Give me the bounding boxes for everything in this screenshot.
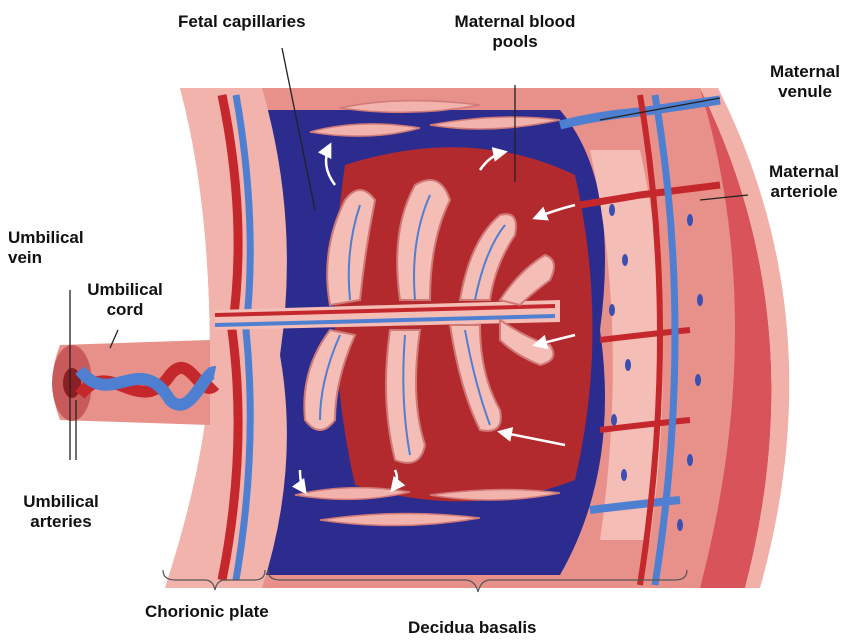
label-umbilical-vein: Umbilical vein (8, 228, 84, 268)
label-chorionic-plate: Chorionic plate (145, 602, 269, 622)
label-maternal-blood-pools: Maternal blood pools (420, 12, 610, 52)
label-maternal-venule: Maternal venule (755, 62, 855, 102)
label-maternal-arteriole-line2: arteriole (752, 182, 856, 202)
label-maternal-arteriole: Maternal arteriole (752, 162, 856, 202)
chorionic-plate-band (165, 88, 287, 588)
label-umbilical-arteries-line1: Umbilical (6, 492, 116, 512)
label-umbilical-vein-line1: Umbilical (8, 228, 84, 248)
label-umbilical-arteries-line2: arteries (6, 512, 116, 532)
label-umbilical-vein-line2: vein (8, 248, 84, 268)
label-maternal-venule-line1: Maternal (755, 62, 855, 82)
label-umbilical-cord: Umbilical cord (70, 280, 180, 320)
label-maternal-blood-pools-line1: Maternal blood (420, 12, 610, 32)
label-fetal-capillaries: Fetal capillaries (178, 12, 306, 32)
label-maternal-arteriole-line1: Maternal (752, 162, 856, 182)
label-decidua-basalis: Decidua basalis (408, 618, 537, 638)
label-umbilical-cord-line2: cord (70, 300, 180, 320)
label-maternal-venule-line2: venule (755, 82, 855, 102)
label-maternal-blood-pools-line2: pools (420, 32, 610, 52)
label-umbilical-cord-line1: Umbilical (70, 280, 180, 300)
label-umbilical-arteries: Umbilical arteries (6, 492, 116, 532)
